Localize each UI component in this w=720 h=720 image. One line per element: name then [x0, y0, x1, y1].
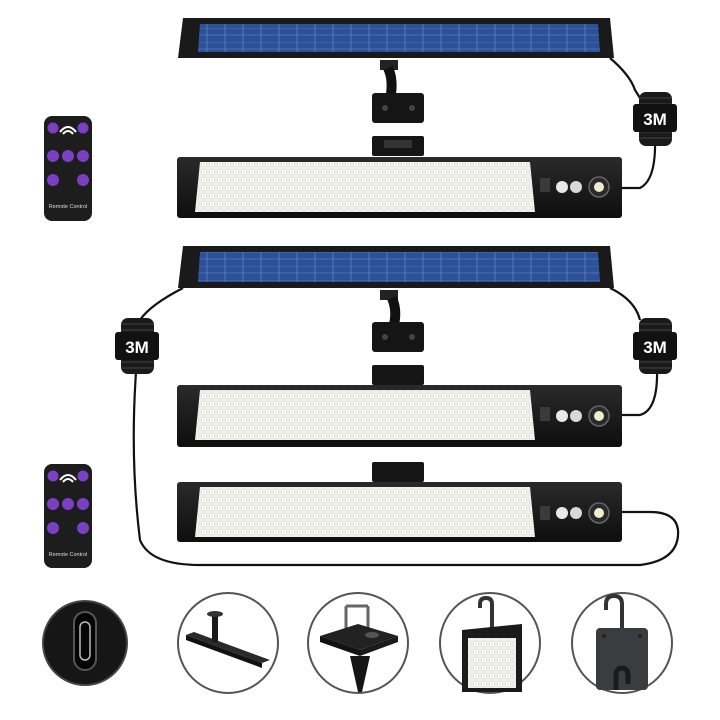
lamp-bar-top — [177, 157, 622, 218]
cable-length-label-top: 3M — [643, 110, 667, 129]
coiled-cable-middle-left: 3M — [115, 318, 159, 374]
remote-control-top: Remote Control — [44, 116, 92, 221]
cable-length-label-middle-left: 3M — [125, 338, 149, 357]
detail-circle-base — [177, 592, 279, 694]
cable-middle-left — [132, 287, 680, 567]
stake-bracket-icon — [320, 604, 398, 692]
hanging-hook-lamp-icon — [462, 595, 522, 692]
coiled-cable-middle-right: 3M — [633, 318, 677, 374]
remote-title-top: Remote Control — [49, 204, 88, 210]
mount-bracket-middle — [372, 290, 424, 385]
solar-panel-middle — [178, 246, 614, 288]
cable-top — [609, 57, 657, 190]
usb-c-port-icon — [73, 611, 97, 671]
wall-mount-hook-icon — [596, 593, 648, 690]
solar-panel-top — [178, 18, 614, 58]
remote-title-bottom: Remote Control — [49, 552, 88, 558]
lamp-bar-bottom — [177, 482, 622, 542]
lamp-bar-middle — [177, 385, 622, 447]
cable-length-label-middle-right: 3M — [643, 338, 667, 357]
middle-solar-set: 3M 3M — [115, 246, 680, 567]
ground-stake-base-icon — [186, 611, 270, 668]
detail-circle-wall-hook — [571, 592, 673, 694]
detail-circle-stake — [307, 592, 409, 694]
detail-circle-usb — [42, 600, 128, 686]
mount-bracket-top — [372, 60, 424, 156]
detail-circle-hook-lamp — [439, 592, 541, 694]
coiled-cable-top: 3M — [633, 92, 677, 146]
cable-middle-right — [609, 287, 659, 417]
top-solar-set: 3M — [177, 18, 677, 218]
remote-control-bottom: Remote Control — [44, 464, 92, 568]
lamp-bar-bottom-set — [177, 462, 622, 542]
